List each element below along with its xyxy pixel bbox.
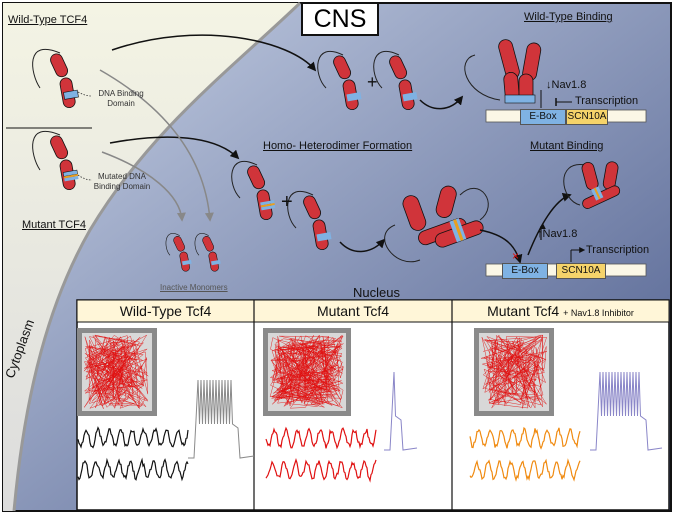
plus-sign-wt: + (367, 72, 378, 93)
nucleus-label: Nucleus (353, 285, 400, 300)
mutated-domain-label: Mutated DNA Binding Domain (92, 172, 152, 192)
mut-ebox: E-Box (502, 263, 548, 279)
cns-title: CNS (301, 2, 379, 36)
wt-ebox: E-Box (520, 109, 566, 125)
block-mark: × (512, 249, 519, 263)
mut-nav-up: ↑Nav1.8 (537, 228, 577, 240)
panels-frame (77, 300, 669, 510)
mutant-binding-label: Mutant Binding (530, 140, 603, 152)
panel-wt-title: Wild-Type Tcf4 (77, 301, 254, 321)
mut-transcription-label: Transcription (586, 244, 649, 256)
panel-rescue-title: Mutant Tcf4 + Nav1.8 Inhibitor (452, 301, 669, 321)
wild-type-binding-label: Wild-Type Binding (524, 11, 613, 23)
wt-nav-down: ↓Nav1.8 (546, 79, 586, 91)
dna-binding-domain-label: DNA Binding Domain (92, 89, 150, 109)
wild-type-tcf4-label: Wild-Type TCF4 (8, 14, 87, 26)
wt-transcription-label: Transcription (575, 95, 638, 107)
mutant-tcf4-label: Mutant TCF4 (22, 219, 86, 231)
wt-gene: SCN10A (566, 109, 608, 125)
inactive-monomers-label: Inactive Monomers (160, 283, 228, 292)
mut-gene: SCN10A (556, 263, 606, 279)
dimer-formation-label: Homo- Heterodimer Formation (263, 140, 412, 152)
panel-mut-title: Mutant Tcf4 (254, 301, 452, 321)
plus-sign-mut: + (281, 191, 293, 214)
